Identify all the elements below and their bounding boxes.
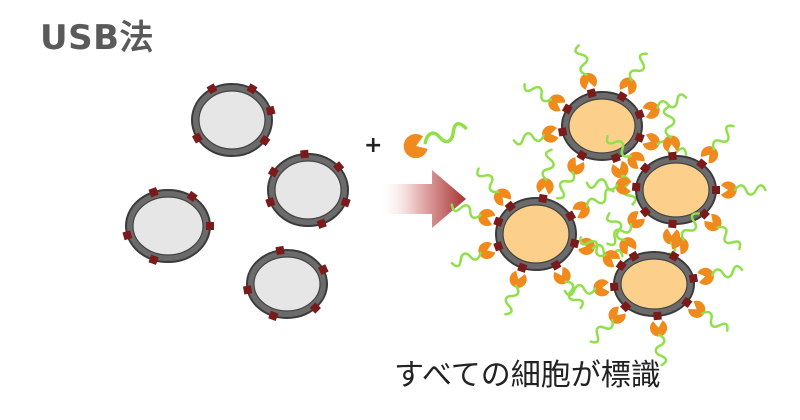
receptor-marker (493, 241, 504, 252)
receptor-marker (267, 166, 279, 178)
pacman-probe-icon (572, 187, 615, 219)
labeled-cell (585, 105, 767, 275)
pacman-probe-icon (512, 125, 559, 146)
receptor-marker (616, 91, 628, 103)
labeled-cell (450, 148, 624, 316)
pacman-probe-icon (450, 203, 496, 227)
pacman-probe-icon (579, 236, 620, 268)
receptor-marker (668, 219, 677, 229)
pacman-probe-icon (574, 44, 598, 90)
receptor-marker (696, 158, 708, 170)
receptor-marker (653, 311, 662, 321)
receptor-marker (242, 285, 253, 295)
receptor-marker (538, 193, 548, 204)
labeled-cell-group (450, 44, 767, 367)
unlabeled-cell (122, 187, 214, 265)
pacman-probe-icon (476, 167, 512, 206)
pacman-probe-icon (700, 124, 735, 164)
receptor-marker (300, 149, 309, 159)
receptor-marker (668, 151, 677, 161)
pacman-probe-icon (589, 306, 626, 344)
unlabeled-cell (191, 83, 276, 157)
pacman-probe-icon (563, 279, 610, 297)
pacman-probe-icon (720, 181, 767, 199)
receptor-marker (316, 218, 327, 229)
receptor-marker (681, 296, 693, 308)
pacman-probe-icon (688, 300, 729, 332)
receptor-marker (639, 206, 652, 218)
receptor-marker (586, 88, 597, 99)
receptor-marker (557, 127, 568, 137)
pacman-probe-icon (578, 237, 624, 259)
receptor-marker (504, 200, 516, 213)
plus-sign: + (364, 133, 383, 158)
pacman-probe-icon (403, 122, 468, 159)
pacman-probe-icon (556, 157, 585, 200)
receptor-marker (206, 83, 218, 95)
receptor-marker (634, 132, 645, 143)
receptor-marker (668, 250, 680, 262)
pacman-probe-icon (606, 211, 645, 247)
pacman-probe-icon (649, 320, 668, 367)
receptor-marker (493, 216, 504, 227)
pacman-probe-icon (504, 270, 527, 316)
receptor-marker (268, 310, 279, 322)
pacman-probe-icon (642, 93, 688, 119)
receptor-marker (634, 109, 645, 120)
receptor-marker (265, 105, 276, 116)
probe-legend (403, 122, 468, 159)
pacman-probe-icon (553, 267, 585, 310)
receptor-marker (259, 135, 271, 147)
receptor-marker (576, 149, 588, 161)
receptor-marker (275, 245, 285, 256)
receptor-marker (631, 182, 641, 192)
receptor-marker (610, 152, 621, 164)
receptor-marker (148, 187, 159, 198)
pacman-probe-icon (619, 52, 648, 95)
receptor-marker (561, 103, 573, 115)
receptor-marker (332, 161, 345, 173)
receptor-marker (186, 190, 198, 203)
receptor-marker (148, 254, 159, 265)
labeled-cell (563, 212, 744, 367)
receptor-marker (265, 197, 276, 208)
receptor-marker (317, 264, 329, 275)
receptor-marker (565, 210, 577, 222)
receptor-marker (688, 273, 699, 284)
receptor-marker (550, 259, 562, 271)
receptor-marker (517, 262, 528, 273)
receptor-marker (609, 282, 619, 292)
pacman-probe-icon (704, 214, 742, 251)
unlabeled-cell (242, 245, 329, 322)
receptor-marker (569, 238, 580, 249)
receptor-marker (191, 132, 203, 144)
pacman-probe-icon (697, 264, 744, 285)
receptor-marker (122, 230, 133, 241)
receptor-marker (712, 186, 720, 194)
receptor-marker (615, 260, 627, 272)
pacman-probe-icon (662, 105, 681, 152)
pacman-probe-icon (536, 148, 555, 195)
gradient-arrow-icon (378, 170, 466, 228)
receptor-marker (639, 162, 652, 174)
receptor-marker (628, 250, 640, 262)
page-title: USB法 (40, 18, 155, 58)
pacman-probe-icon (450, 241, 496, 268)
receptor-marker (246, 83, 258, 95)
unlabeled-cell (265, 149, 351, 229)
receptor-marker (206, 222, 214, 230)
receptor-marker (340, 197, 351, 208)
pacman-probe-icon (523, 83, 566, 112)
unlabeled-cell-group (122, 83, 351, 322)
pacman-probe-icon (671, 212, 700, 255)
pacman-probe-icon (605, 212, 637, 255)
result-caption: すべての細胞が標識 (394, 358, 661, 393)
pacman-probe-icon (605, 135, 645, 169)
